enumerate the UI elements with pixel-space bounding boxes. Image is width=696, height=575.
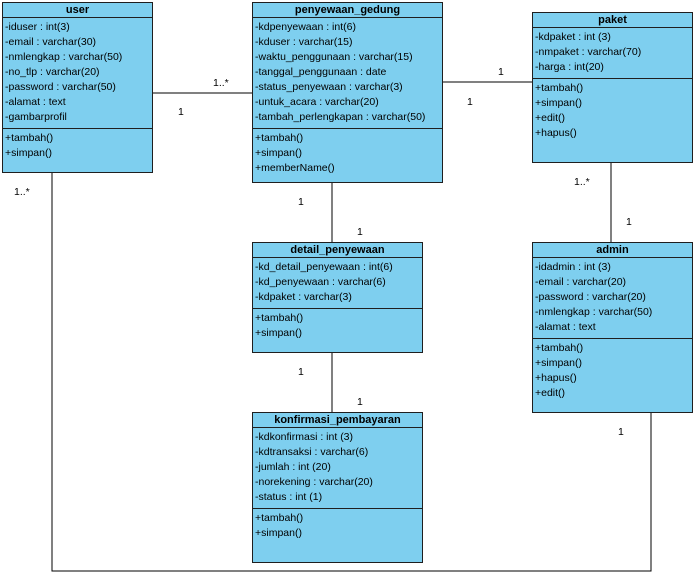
operation-list: +tambah() +simpan() +memberName() bbox=[253, 129, 442, 178]
operation: +tambah() bbox=[255, 132, 304, 144]
attribute: -email : varchar(20) bbox=[535, 276, 627, 288]
operation: +hapus() bbox=[535, 127, 577, 139]
operation-list: +tambah() +simpan() +hapus() +edit() bbox=[533, 339, 692, 403]
attribute: -password : varchar(50) bbox=[5, 81, 116, 93]
attribute: -kd_penyewaan : varchar(6) bbox=[255, 276, 386, 288]
attribute: -status : int (1) bbox=[255, 491, 323, 503]
multiplicity-label: 1 bbox=[498, 66, 504, 78]
attribute-list: -kdpaket : int (3) -nmpaket : varchar(70… bbox=[533, 28, 692, 79]
attribute: -kdtransaksi : varchar(6) bbox=[255, 446, 369, 458]
multiplicity-label: 1..* bbox=[14, 186, 30, 198]
attribute: -nmlengkap : varchar(50) bbox=[535, 306, 653, 318]
attribute: -no_tlp : varchar(20) bbox=[5, 66, 100, 78]
attribute: -nmpaket : varchar(70) bbox=[535, 46, 642, 58]
operation: +tambah() bbox=[255, 312, 304, 324]
attribute-list: -kdkonfirmasi : int (3) -kdtransaksi : v… bbox=[253, 428, 422, 509]
operation: +edit() bbox=[535, 112, 566, 124]
assoc-user-admin bbox=[51, 172, 652, 572]
operation: +tambah() bbox=[535, 342, 584, 354]
attribute: -alamat : text bbox=[5, 96, 66, 108]
attribute: -idadmin : int (3) bbox=[535, 261, 611, 273]
multiplicity-label: 1..* bbox=[574, 176, 590, 188]
attribute: -harga : int(20) bbox=[535, 61, 604, 73]
operation: +tambah() bbox=[535, 82, 584, 94]
operation: +simpan() bbox=[255, 527, 302, 539]
operation: +simpan() bbox=[255, 327, 302, 339]
multiplicity-label: 1 bbox=[618, 426, 624, 438]
attribute: -iduser : int(3) bbox=[5, 21, 70, 33]
multiplicity-label: 1 bbox=[298, 366, 304, 378]
attribute: -kdkonfirmasi : int (3) bbox=[255, 431, 354, 443]
attribute: -status_penyewaan : varchar(3) bbox=[255, 81, 403, 93]
attribute-list: -idadmin : int (3) -email : varchar(20) … bbox=[533, 258, 692, 339]
operation-list: +tambah() +simpan() bbox=[3, 129, 152, 163]
attribute: -norekening : varchar(20) bbox=[255, 476, 373, 488]
attribute: -tambah_perlengkapan : varchar(50) bbox=[255, 111, 426, 123]
attribute: -password : varchar(20) bbox=[535, 291, 646, 303]
operation-list: +tambah() +simpan() +edit() +hapus() bbox=[533, 79, 692, 143]
operation: +tambah() bbox=[5, 132, 54, 144]
class-user[interactable]: user -iduser : int(3) -email : varchar(3… bbox=[2, 2, 153, 173]
class-name: paket bbox=[533, 13, 692, 28]
attribute: -kd_detail_penyewaan : int(6) bbox=[255, 261, 393, 273]
multiplicity-label: 1 bbox=[467, 96, 473, 108]
attribute-list: -kd_detail_penyewaan : int(6) -kd_penyew… bbox=[253, 258, 422, 309]
attribute: -jumlah : int (20) bbox=[255, 461, 331, 473]
operation: +memberName() bbox=[255, 162, 335, 174]
attribute: -waktu_penggunaan : varchar(15) bbox=[255, 51, 413, 63]
class-name: detail_penyewaan bbox=[253, 243, 422, 258]
attribute: -nmlengkap : varchar(50) bbox=[5, 51, 123, 63]
class-konfirmasi-pembayaran[interactable]: konfirmasi_pembayaran -kdkonfirmasi : in… bbox=[252, 412, 423, 563]
operation: +tambah() bbox=[255, 512, 304, 524]
operation: +simpan() bbox=[535, 357, 582, 369]
operation: +simpan() bbox=[255, 147, 302, 159]
class-name: admin bbox=[533, 243, 692, 258]
operation-list: +tambah() +simpan() bbox=[253, 309, 422, 343]
attribute-list: -kdpenyewaan : int(6) -kduser : varchar(… bbox=[253, 18, 442, 129]
attribute: -kdpaket : varchar(3) bbox=[255, 291, 352, 303]
operation: +simpan() bbox=[535, 97, 582, 109]
attribute: -kdpaket : int (3) bbox=[535, 31, 611, 43]
operation: +hapus() bbox=[535, 372, 577, 384]
multiplicity-label: 1 bbox=[626, 216, 632, 228]
attribute: -untuk_acara : varchar(20) bbox=[255, 96, 379, 108]
class-penyewaan-gedung[interactable]: penyewaan_gedung -kdpenyewaan : int(6) -… bbox=[252, 2, 443, 183]
attribute: -alamat : text bbox=[535, 321, 596, 333]
class-detail-penyewaan[interactable]: detail_penyewaan -kd_detail_penyewaan : … bbox=[252, 242, 423, 353]
attribute: -tanggal_penggunaan : date bbox=[255, 66, 387, 78]
multiplicity-label: 1 bbox=[357, 226, 363, 238]
operation: +simpan() bbox=[5, 147, 52, 159]
attribute-list: -iduser : int(3) -email : varchar(30) -n… bbox=[3, 18, 152, 129]
class-name: user bbox=[3, 3, 152, 18]
operation-list: +tambah() +simpan() bbox=[253, 509, 422, 543]
attribute: -kduser : varchar(15) bbox=[255, 36, 353, 48]
multiplicity-label: 1 bbox=[178, 106, 184, 118]
multiplicity-label: 1 bbox=[298, 196, 304, 208]
attribute: -gambarprofil bbox=[5, 111, 67, 123]
attribute: -email : varchar(30) bbox=[5, 36, 97, 48]
class-name: konfirmasi_pembayaran bbox=[253, 413, 422, 428]
attribute: -kdpenyewaan : int(6) bbox=[255, 21, 356, 33]
multiplicity-label: 1 bbox=[357, 396, 363, 408]
class-name: penyewaan_gedung bbox=[253, 3, 442, 18]
class-admin[interactable]: admin -idadmin : int (3) -email : varcha… bbox=[532, 242, 693, 413]
multiplicity-label: 1..* bbox=[213, 77, 229, 89]
class-paket[interactable]: paket -kdpaket : int (3) -nmpaket : varc… bbox=[532, 12, 693, 163]
operation: +edit() bbox=[535, 387, 566, 399]
